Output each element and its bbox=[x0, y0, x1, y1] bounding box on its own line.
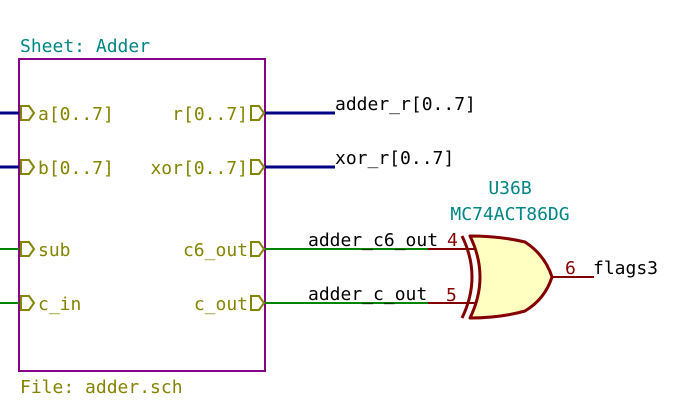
sheet-pin-a-icon[interactable] bbox=[20, 105, 36, 121]
net-label-xor-r: xor_r[0..7] bbox=[335, 148, 454, 169]
xor-gate-body bbox=[468, 234, 554, 320]
net-label-adder-c6-out: adder_c6_out bbox=[308, 230, 438, 251]
sheet-file-name: File: adder.sch bbox=[20, 377, 183, 398]
xor-gate-icon[interactable] bbox=[460, 234, 554, 320]
sheet-pin-xor-label: xor[0..7] bbox=[150, 158, 248, 179]
sheet-pin-c-out-label: c_out bbox=[194, 294, 248, 315]
sheet-pin-a-label: a[0..7] bbox=[38, 104, 114, 125]
gate-pin-5-number: 5 bbox=[446, 285, 457, 306]
sheet-pin-c-in-icon[interactable] bbox=[20, 295, 36, 311]
sheet-pin-c-in-label: c_in bbox=[38, 294, 81, 315]
sheet-pin-sub-label: sub bbox=[38, 240, 71, 261]
sheet-pin-r-icon[interactable] bbox=[250, 105, 266, 121]
sheet-pin-c-out-icon[interactable] bbox=[250, 295, 266, 311]
sheet-pin-sub-icon[interactable] bbox=[20, 241, 36, 257]
gate-reference: U36B bbox=[488, 178, 531, 199]
sheet-pin-r-label: r[0..7] bbox=[172, 104, 248, 125]
net-label-flags3: flags3 bbox=[593, 258, 658, 279]
xor-gate-input-arc bbox=[460, 235, 474, 319]
sheet-pin-c6-out-label: c6_out bbox=[183, 240, 248, 261]
sheet-box[interactable] bbox=[18, 58, 266, 372]
gate-pin-6-number: 6 bbox=[565, 258, 576, 279]
net-label-adder-c-out: adder_c_out bbox=[308, 284, 427, 305]
sheet-pin-b-label: b[0..7] bbox=[38, 158, 114, 179]
sheet-pin-b-icon[interactable] bbox=[20, 159, 36, 175]
sheet-pin-xor-icon[interactable] bbox=[250, 159, 266, 175]
sheet-title: Sheet: Adder bbox=[20, 36, 150, 57]
net-label-adder-r: adder_r[0..7] bbox=[335, 94, 476, 115]
gate-value: MC74ACT86DG bbox=[450, 204, 569, 225]
gate-pin-4-number: 4 bbox=[447, 230, 458, 251]
sheet-pin-c6-out-icon[interactable] bbox=[250, 241, 266, 257]
